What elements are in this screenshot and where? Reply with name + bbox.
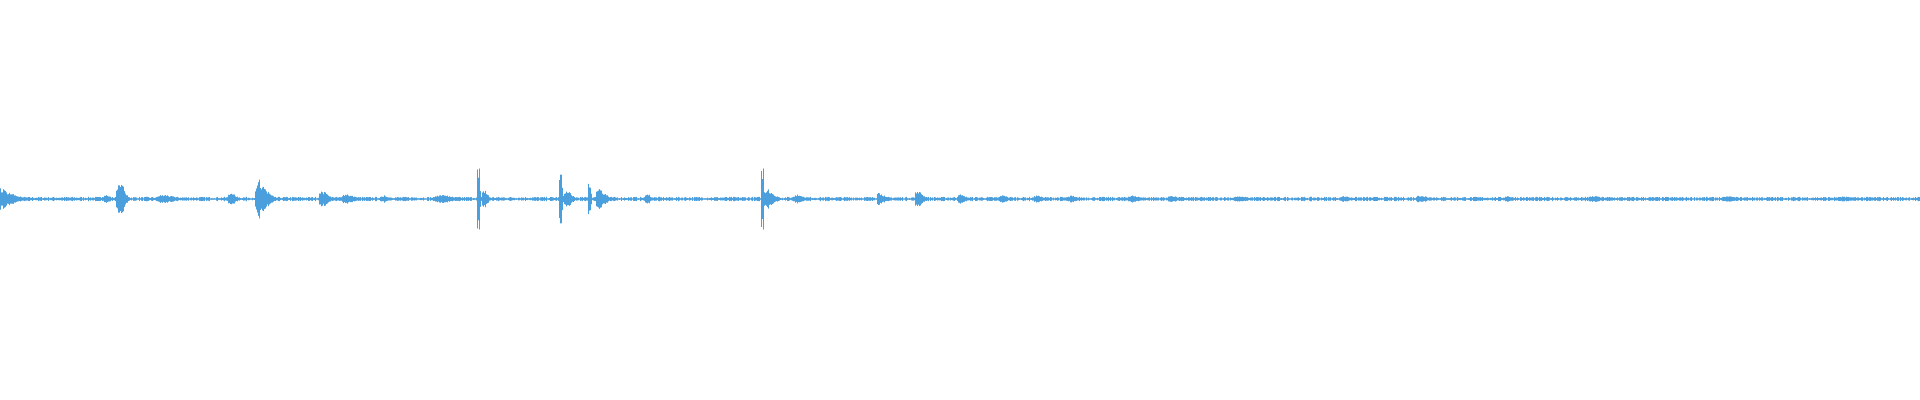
waveform-burst [588, 183, 593, 215]
waveform-burst [645, 194, 655, 204]
waveform-burst [1587, 196, 1616, 202]
waveform-burst [999, 195, 1014, 203]
waveform-burst [1339, 196, 1360, 202]
waveform-burst [1168, 196, 1183, 202]
waveform-burst [482, 190, 492, 208]
waveform-burst [957, 194, 972, 204]
waveform-burst [1234, 196, 1252, 202]
waveform-burst [116, 185, 131, 213]
waveform-burst [102, 195, 117, 203]
waveform-burst [477, 168, 482, 230]
waveform-burst [793, 194, 809, 204]
waveform-burst [319, 191, 336, 207]
waveform-burst [1722, 196, 1747, 202]
waveform-burst [1504, 196, 1518, 202]
waveform-burst [1128, 195, 1150, 203]
waveform-burst [435, 195, 466, 203]
waveform-burst [765, 189, 782, 209]
waveform-burst [564, 191, 578, 207]
waveform-burst [915, 191, 929, 207]
waveform-burst [0, 188, 28, 210]
waveform-burst [1416, 195, 1438, 203]
waveform-burst [255, 179, 277, 219]
waveform-burst [559, 174, 564, 224]
waveform-burst [228, 193, 241, 205]
waveform-burst [1033, 195, 1049, 203]
waveform-burst [596, 189, 614, 209]
waveform-burst [342, 194, 361, 204]
waveform-burst [761, 168, 766, 230]
waveform-burst [381, 195, 396, 203]
waveform-burst [1837, 196, 1863, 202]
waveform-burst [877, 192, 890, 206]
waveform-samples [0, 168, 1920, 230]
waveform-burst [157, 195, 187, 203]
waveform-burst [1068, 195, 1084, 203]
